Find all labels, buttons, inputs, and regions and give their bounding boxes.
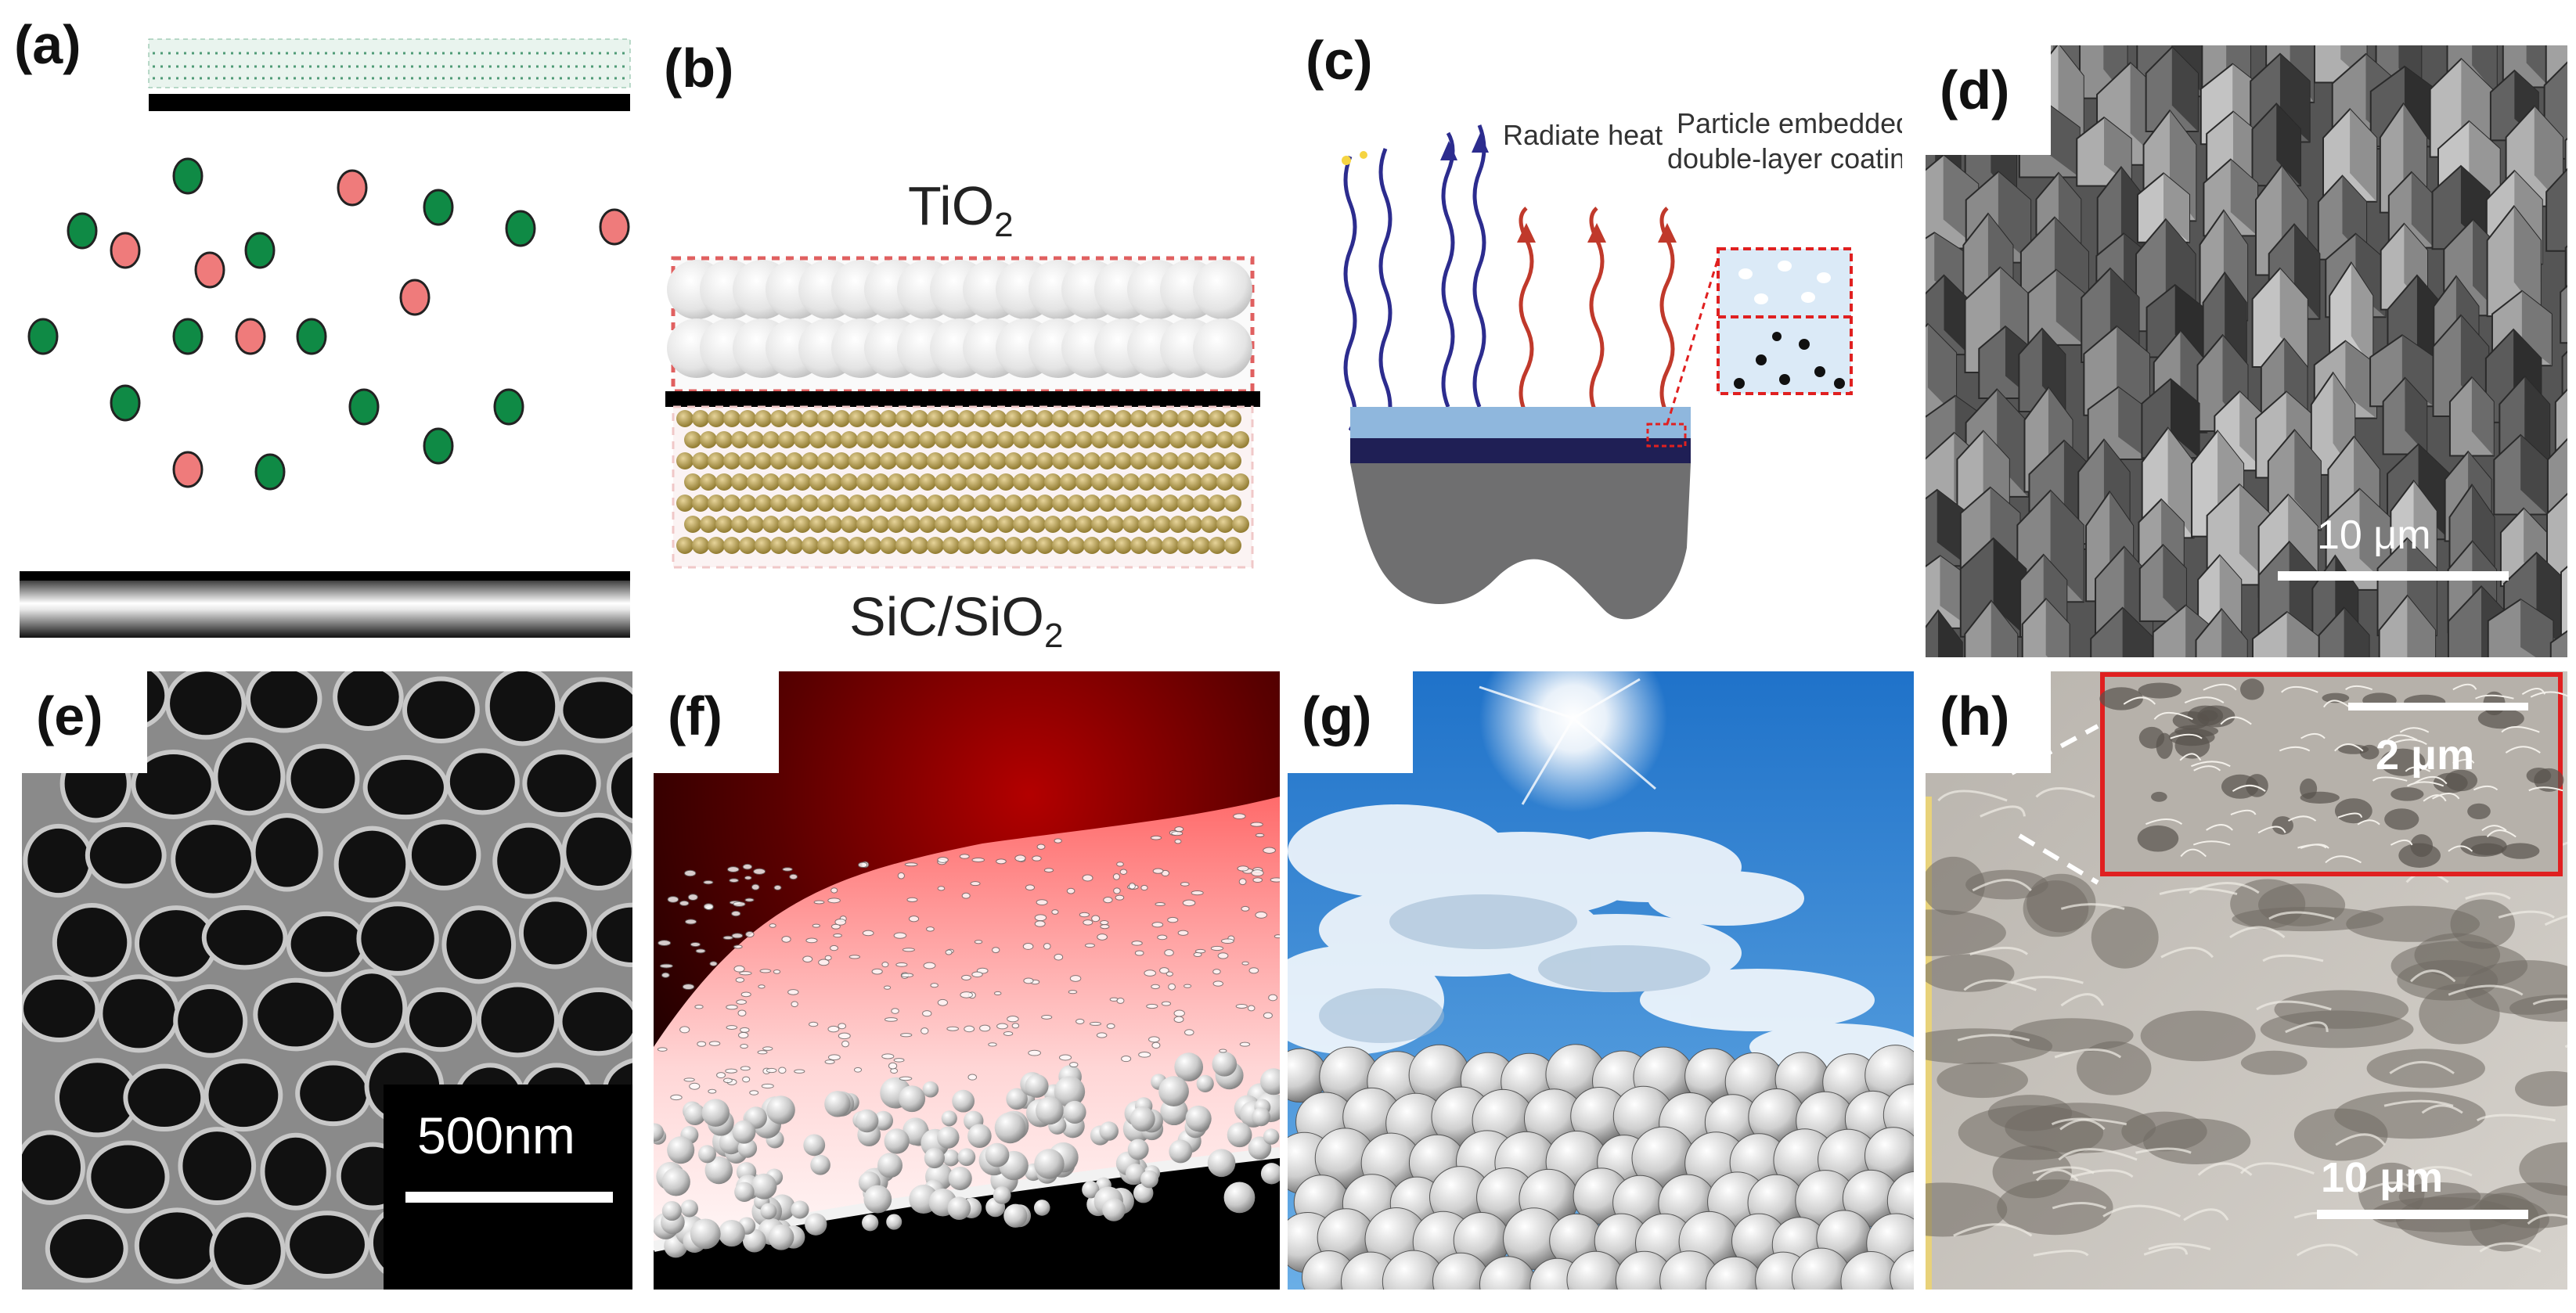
coating-bottom-layer (1350, 438, 1691, 463)
tio2-sphere-layer (667, 260, 1252, 378)
tio2-subscript: 2 (994, 206, 1014, 244)
inset-scale-bar (2348, 703, 2528, 710)
panel-label: (c) (1306, 30, 1373, 91)
coating-label: Particle embedded double-layer coating (1667, 106, 1902, 176)
panel-e: (e) 500nm (22, 671, 632, 1290)
bottom-substrate-bar (20, 575, 630, 638)
panel-a: (a) (0, 0, 634, 657)
panel-b: (b) TiO2 SiC/SiO2 (650, 23, 1284, 657)
coating-label-line1: Particle embedded (1677, 107, 1902, 139)
panel-g: (g) (1288, 671, 1914, 1290)
tio2-text: TiO (908, 175, 995, 236)
panel-label-box: (g) (1288, 671, 1413, 773)
scale-bar-label: 10 μm (2321, 1154, 2444, 1201)
inset-scale-label: 2 μm (2376, 732, 2475, 779)
sic-particle-layer (676, 410, 1249, 554)
panel-label: (f) (668, 685, 722, 746)
embedded-beads (654, 813, 1280, 1258)
panel-c: (c) Radiate heat Particle embedded doubl… (1292, 16, 1902, 657)
panel-b-illustration (665, 256, 1260, 569)
solar-arrowheads (1440, 133, 1489, 160)
heat-arrowheads (1517, 223, 1677, 243)
panel-a-illustration (20, 38, 631, 638)
panel-label-box: (e) (22, 671, 147, 773)
panel-d: (d) 10 μm (1926, 45, 2567, 657)
sphere-pile (1288, 1044, 1914, 1290)
panel-label: (a) (14, 14, 81, 75)
sic-sio2-text: SiC/SiO (849, 586, 1044, 647)
sic-sio2-label: SiC/SiO2 (849, 583, 1063, 657)
panel-label: (h) (1940, 685, 2010, 746)
inset-bottom-particles (1734, 332, 1845, 389)
interface-line (665, 391, 1260, 407)
solar-waves (1343, 124, 1486, 437)
panel-label-box: (a) (0, 0, 133, 102)
particle-cloud (27, 157, 630, 491)
panel-label-box: (f) (654, 671, 779, 773)
panel-label: (d) (1940, 59, 2010, 121)
scale-bar (2317, 1210, 2528, 1219)
radiate-heat-label: Radiate heat (1503, 119, 1663, 151)
top-membrane-layer (148, 38, 631, 88)
sky-sphere-render (1288, 671, 1914, 1290)
top-substrate-bar (149, 94, 630, 111)
panel-label-box: (b) (650, 23, 783, 125)
substrate-body (1350, 463, 1691, 620)
tio2-label: TiO2 (908, 172, 1014, 246)
particle-surface-render (654, 671, 1280, 1290)
panel-f: (f) (654, 671, 1280, 1290)
panel-h: (h) 2 μm 10 μm (1926, 671, 2567, 1290)
panel-label-box: (c) (1292, 16, 1409, 117)
coating-label-line2: double-layer coating (1667, 142, 1902, 174)
scale-bar (2278, 571, 2509, 581)
panel-label: (b) (664, 38, 734, 99)
panel-label: (e) (36, 685, 103, 746)
sic-sio2-subscript: 2 (1043, 617, 1064, 655)
panel-label-box: (d) (1926, 45, 2051, 155)
scale-bar-box (384, 1085, 632, 1290)
panel-label: (g) (1302, 685, 1372, 746)
sem-crystal-image (1926, 45, 2567, 657)
coating-top-layer (1350, 407, 1691, 438)
scale-bar-label: 500nm (417, 1106, 575, 1164)
inset-top-particles (1738, 261, 1831, 304)
panel-label-box: (h) (1926, 671, 2051, 773)
sun (1479, 671, 1667, 812)
panel-c-illustration (1342, 124, 1853, 620)
scale-bar-label: 10 μm (2317, 513, 2431, 558)
scale-bar (405, 1192, 613, 1203)
